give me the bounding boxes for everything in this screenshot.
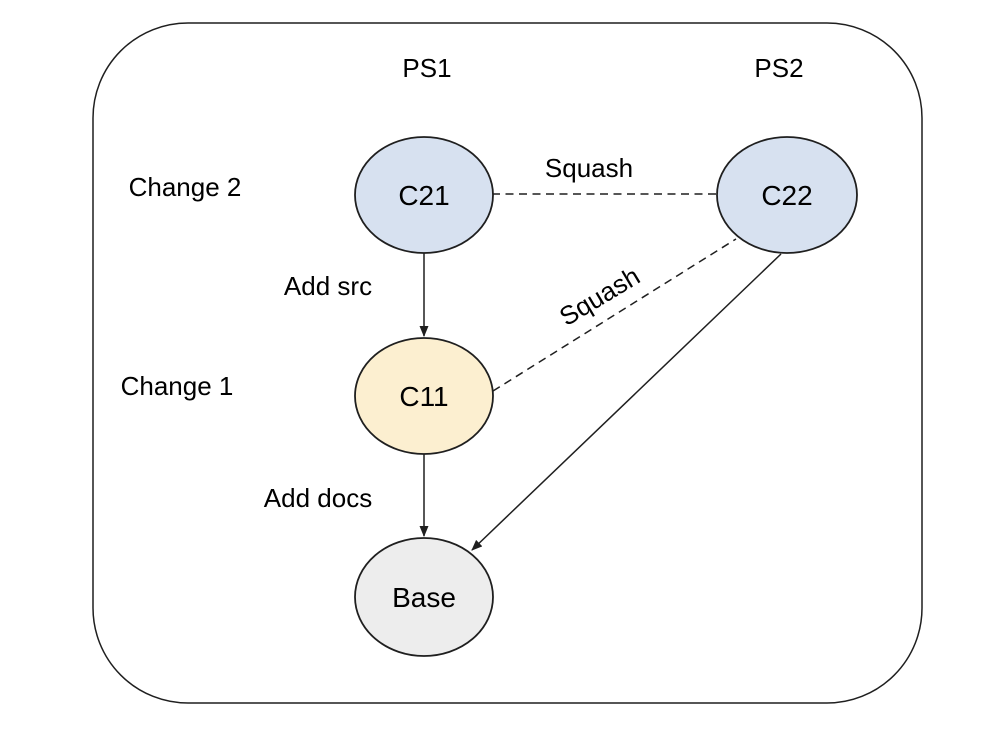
node-c11-shape bbox=[354, 337, 494, 455]
edge-squash-c11-c22 bbox=[492, 238, 737, 392]
node-c11: C11 bbox=[354, 337, 494, 455]
edge-label-add-docs: Add docs bbox=[264, 483, 372, 513]
column-header-ps1: PS1 bbox=[402, 53, 451, 83]
node-base-shape bbox=[354, 537, 494, 657]
node-c22: C22 bbox=[716, 136, 858, 254]
edge-c22-to-base bbox=[471, 253, 782, 551]
node-c21-label: C21 bbox=[398, 180, 449, 211]
row-label-change-1: Change 1 bbox=[121, 371, 234, 401]
node-c22-shape bbox=[716, 136, 858, 254]
node-c21-shape bbox=[354, 136, 494, 254]
node-c21: C21 bbox=[354, 136, 494, 254]
node-base: Base bbox=[354, 537, 494, 657]
node-c11-label: C11 bbox=[399, 381, 448, 412]
column-header-ps2: PS2 bbox=[754, 53, 803, 83]
node-c22-label: C22 bbox=[761, 180, 812, 211]
node-base-label: Base bbox=[392, 582, 456, 613]
edge-label-squash-horizontal: Squash bbox=[545, 153, 633, 183]
edge-label-add-src: Add src bbox=[284, 271, 372, 301]
diagram-border-frame bbox=[92, 22, 923, 704]
row-label-change-2: Change 2 bbox=[129, 172, 242, 202]
